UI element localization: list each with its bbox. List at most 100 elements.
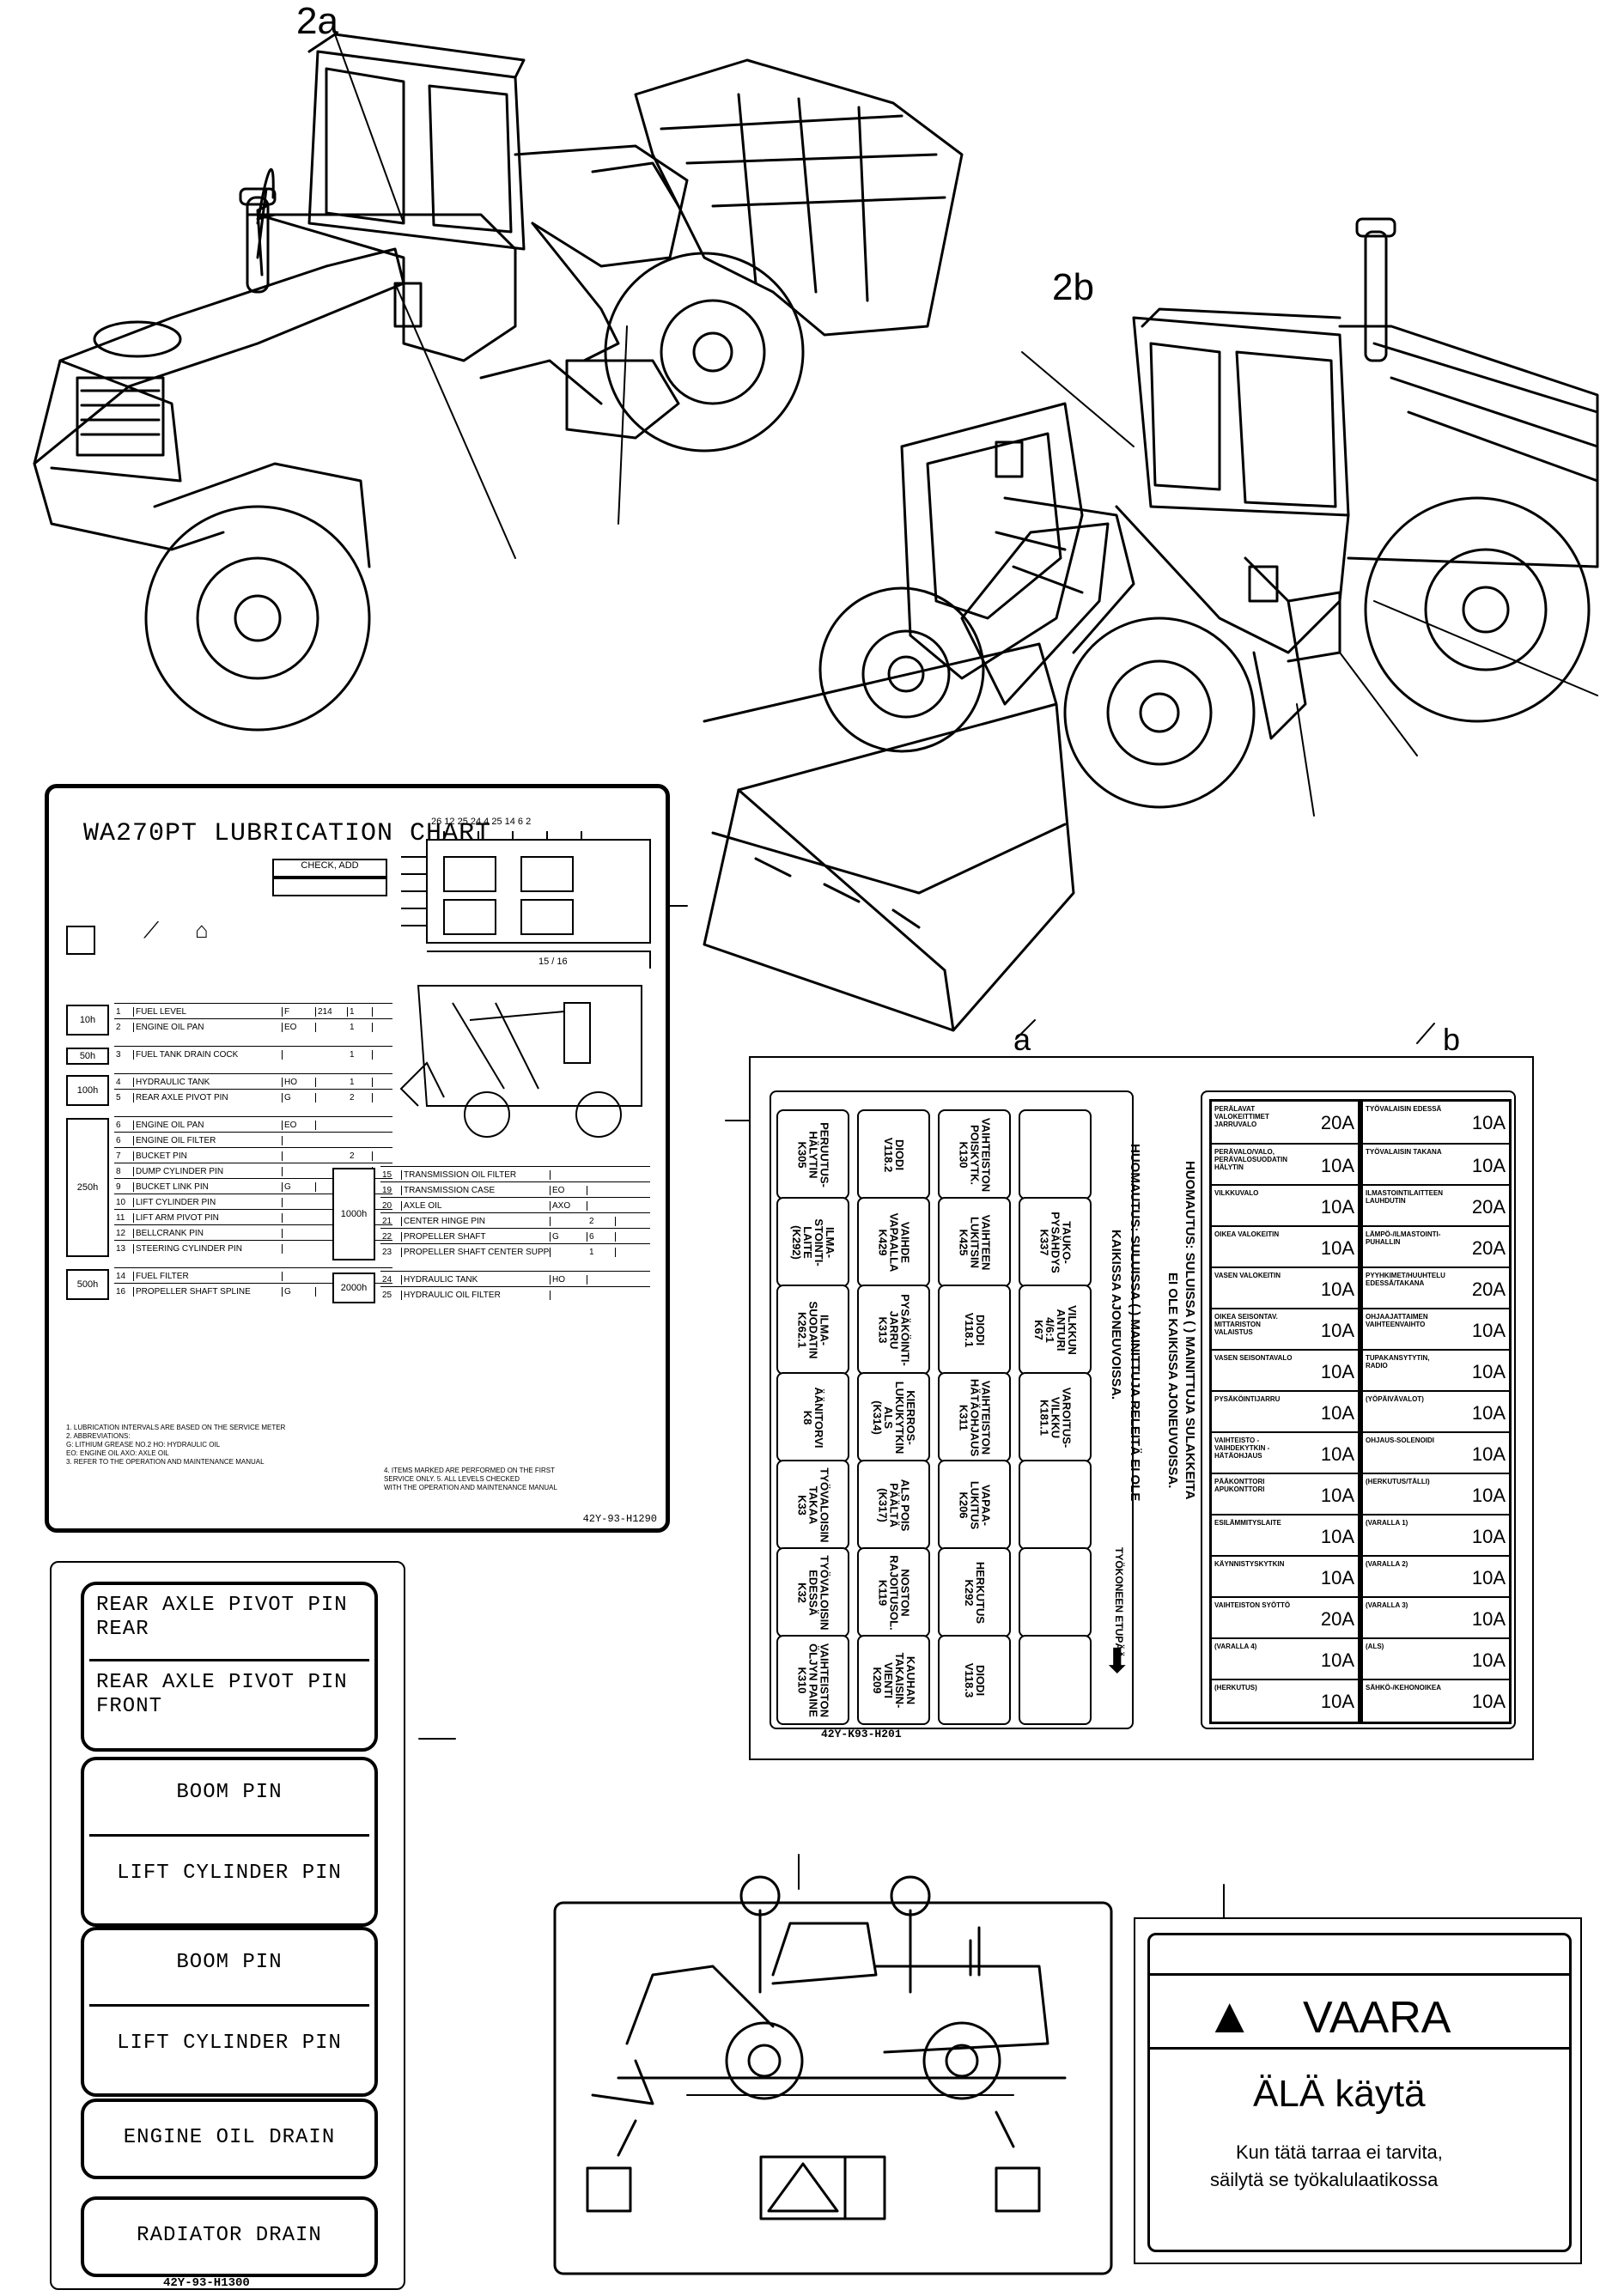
fuse-amperage: 20A [1471,1279,1506,1300]
relay-note-2: KAIKISSA AJONEUVOISSA. [1109,1230,1123,1400]
relay-label: TAUKO- PYSÄHDYS K337 [1037,1211,1073,1273]
lube-cell-item: TRANSMISSION CASE [402,1185,551,1195]
lube-cell-pts: 1 [348,1049,373,1060]
chart-point-numbers-mid: 15 / 16 [538,957,568,967]
x-box-icon [66,926,95,955]
relay-slot: VAIHTEEN LUKITSIN K425 [938,1197,1011,1287]
chart-machine-schematic: 26 12 25 24 4 25 14 6 2 15 / 16 [399,817,651,1138]
label-text: REAR AXLE PIVOT PIN [96,1671,348,1694]
warning-divider [1150,1973,1569,1976]
fuse-name: (ALS) [1366,1643,1384,1650]
label-text: ENGINE OIL DRAIN [123,2126,336,2149]
grease-gun-icon: ⟋ [143,917,160,943]
lube-cell-item: BELLCRANK PIN [134,1228,283,1238]
callout-fuse-a: a [1013,1022,1031,1057]
fuse-name: TYÖVALAISIN TAKANA [1366,1148,1442,1156]
relay-label: DIODI V118.3 [962,1662,987,1698]
lube-cell-n: 6 [114,1135,134,1145]
lube-cell-lub: HO [283,1077,316,1087]
fuse-name: OIKEA VALOKEITIN [1214,1230,1280,1238]
lube-cell-item: ENGINE OIL PAN [134,1120,283,1130]
warning-triangle-icon: ▲ [1205,1988,1255,2044]
relay-slot: PERUUTUS- HÄLYTIN K305 [776,1109,849,1200]
relay-label: PERUUTUS- HÄLYTIN K305 [795,1121,830,1187]
relay-slot: DIODI V118.2 [857,1109,930,1200]
fuse-amperage: 10A [1320,1443,1354,1465]
lube-cell-n: 14 [114,1271,134,1281]
lube-cell-lub: AXO [551,1200,587,1211]
lube-cell-item: BUCKET LINK PIN [134,1181,283,1192]
fuse-amperage: 10A [1471,1649,1506,1671]
lube-cell-item: LIFT CYLINDER PIN [134,1197,283,1207]
lube-cell-n: 7 [114,1151,134,1161]
fuse-name: SÄHKÖ-/KEHONOIKEA [1366,1684,1442,1692]
fuse-name: (HERKUTUS) [1214,1684,1257,1692]
warning-divider [1150,2047,1569,2050]
relay-label: VAIHTEISTON HÄTÄOHJAUS K311 [957,1378,992,1456]
relay-label: ALS POIS PÄÄLTÄ (K317) [876,1479,911,1531]
label-rear-axle-pivot: REAR AXLE PIVOT PIN REAR REAR AXLE PIVOT… [81,1582,378,1752]
fuse-amperage: 10A [1320,1155,1354,1176]
lube-cell-item: CENTER HINGE PIN [402,1216,551,1226]
fuse-amperage: 20A [1320,1608,1354,1630]
relay-label: PYSÄKÖINTI- JARRU K313 [876,1293,911,1366]
relay-slot: VILKKUN ANTURI 4/6:1 K67 [1019,1285,1092,1375]
fuse-row: (ALS) 10A [1363,1637,1509,1680]
warning-subtitle: ÄLÄ käytä [1253,2073,1426,2115]
lube-cell-n: 13 [114,1243,134,1254]
lube-cell-pts: 1 [348,1077,373,1087]
fuse-row: (HERKUTUS)10A [1212,1679,1358,1722]
fuse-amperage: 10A [1471,1485,1506,1506]
lube-cell-lub: F [283,1006,316,1017]
relay-label: VILKKUN ANTURI 4/6:1 K67 [1031,1304,1079,1355]
interval-badge: 50h [66,1048,109,1065]
lube-cell-lub: EO [283,1022,316,1032]
lube-cell-item: PROPELLER SHAFT [402,1231,551,1242]
lube-cell-n: 22 [380,1231,402,1242]
fuse-name: OIKEA SEISONTAV. MITTARISTON VALAISTUS [1214,1313,1278,1336]
lube-cell-n: 5 [114,1092,134,1102]
fuse-amperage: 10A [1471,1402,1506,1424]
lube-cell-lub: HO [551,1274,587,1285]
lube-cell-n: 2 [114,1022,134,1032]
relay-label: ÄÄNITORVI K8 [800,1386,825,1449]
relay-slot: VAIHTEISTON HÄTÄOHJAUS K311 [938,1372,1011,1462]
relay-panel-part-number: 42Y-K93-H201 [821,1728,902,1740]
label-engine-oil-drain: ENGINE OIL DRAIN [81,2099,378,2179]
lube-cell-item: ENGINE OIL FILTER [134,1135,283,1145]
lubrication-chart: WA270PT LUBRICATION CHART CHECK, ADD 26 … [45,784,670,1533]
interval-badge: 500h [66,1269,109,1300]
fuse-name: VILKKUVALO [1214,1189,1259,1197]
lube-cell-item: BUCKET PIN [134,1151,283,1161]
lube-cell-lub: EO [551,1185,587,1195]
lube-cell-item: FUEL FILTER [134,1271,283,1281]
relay-slot-empty [1019,1547,1092,1637]
label-text: LIFT CYLINDER PIN [117,2032,342,2055]
note-line: 4. ITEMS MARKED ARE PERFORMED ON THE FIR… [384,1467,555,1474]
fuse-name: (HERKUTUS/TÄLLI) [1366,1478,1430,1485]
fuse-amperage: 20A [1471,1237,1506,1259]
relay-slot: ALS POIS PÄÄLTÄ (K317) [857,1460,930,1550]
relay-slot: VAROITUS- VILKKU K181.1 [1019,1372,1092,1462]
lubrication-chart-title: WA270PT LUBRICATION CHART [83,819,492,848]
interval-badge: 2000h [332,1273,375,1303]
warning-line-2: säilytä se työkalulaatikossa [1210,2169,1439,2190]
